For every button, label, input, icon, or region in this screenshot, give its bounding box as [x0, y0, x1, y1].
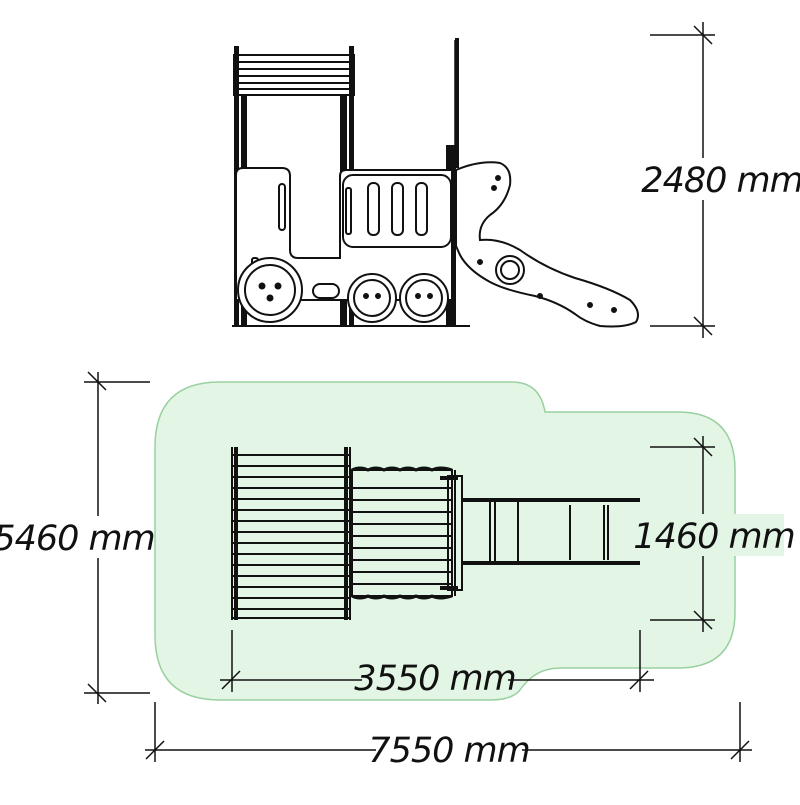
slide	[455, 161, 639, 328]
total-length-label: 7550 mm	[368, 731, 529, 771]
cab-handle	[278, 183, 286, 231]
height-label: 2480 mm	[641, 161, 800, 201]
equipment-length-label: 3550 mm	[354, 659, 515, 699]
top-plan	[231, 447, 640, 620]
plan-deck	[351, 466, 458, 600]
side-elevation	[232, 38, 639, 328]
depth-label: 5460 mm	[0, 519, 155, 559]
roof	[233, 54, 355, 96]
boiler-panel	[342, 174, 452, 248]
slide-width-label: 1460 mm	[633, 517, 794, 557]
plan-slide	[447, 470, 640, 596]
plan-roof	[231, 447, 351, 620]
wheels	[237, 257, 449, 323]
